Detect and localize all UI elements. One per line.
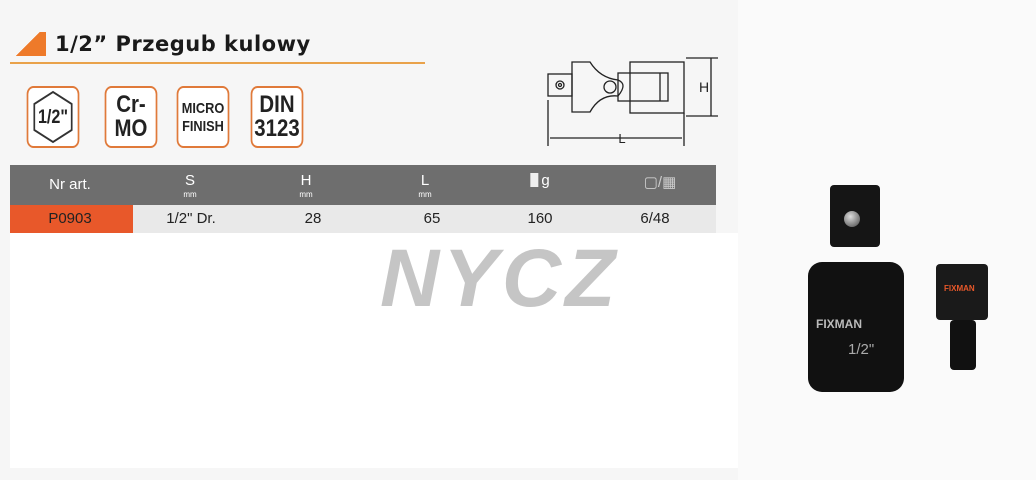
drive-size-badge: 1/2"	[26, 86, 80, 148]
badge-text: DIN	[259, 91, 295, 118]
content-area	[10, 233, 738, 468]
cell-h: 28	[304, 210, 322, 227]
article-number-cell	[10, 205, 133, 233]
table-row: P0903 1/2" Dr. 28 65 160 6/48	[10, 205, 716, 233]
carton-icon: ▦	[662, 174, 677, 191]
hexagon-icon	[33, 90, 73, 144]
cell-weight: 160	[527, 210, 553, 227]
packaging-card: FIXMAN	[936, 264, 988, 320]
badge-text: 3123	[254, 115, 300, 142]
crmo-badge: Cr-MO	[104, 86, 158, 148]
badge-text: 1/2"	[37, 106, 69, 128]
title-divider	[10, 62, 425, 64]
packaged-joint	[950, 320, 976, 370]
joint-body: FIXMAN 1/2"	[808, 262, 904, 392]
square-drive	[830, 185, 880, 247]
badge-text: FINISH	[182, 117, 224, 135]
product-size-marking: 1/2"	[848, 341, 875, 358]
cell-packaging: 6/48	[640, 210, 670, 227]
header-packaging: ▢/▦	[643, 174, 677, 191]
package-brand-logo: FIXMAN	[944, 284, 975, 293]
cell-s: 1/2" Dr.	[166, 210, 216, 227]
header-weight: g	[530, 173, 550, 189]
l-dimension-label: L	[618, 131, 625, 146]
technical-drawing: L H	[547, 57, 718, 146]
h-dimension-label: H	[699, 79, 709, 95]
page-title: 1/2” Przegub kulowy	[55, 32, 311, 56]
cell-l: 65	[423, 210, 441, 227]
product-photo-area: FIXMAN 1/2" FIXMAN	[738, 0, 1036, 480]
box-icon: ▢	[643, 174, 658, 191]
section-marker-icon	[10, 32, 46, 56]
badge-text: MICRO	[181, 99, 225, 117]
header-nr-art: Nr art.	[49, 176, 91, 193]
detent-ball-icon	[844, 211, 860, 227]
watermark: NYCZ	[380, 233, 620, 324]
badge-text: MO	[114, 115, 148, 142]
badge-text: Cr-	[116, 91, 146, 118]
weight-icon	[530, 173, 539, 187]
product-brand-logo: FIXMAN	[816, 317, 862, 331]
article-number: P0903	[48, 210, 92, 227]
